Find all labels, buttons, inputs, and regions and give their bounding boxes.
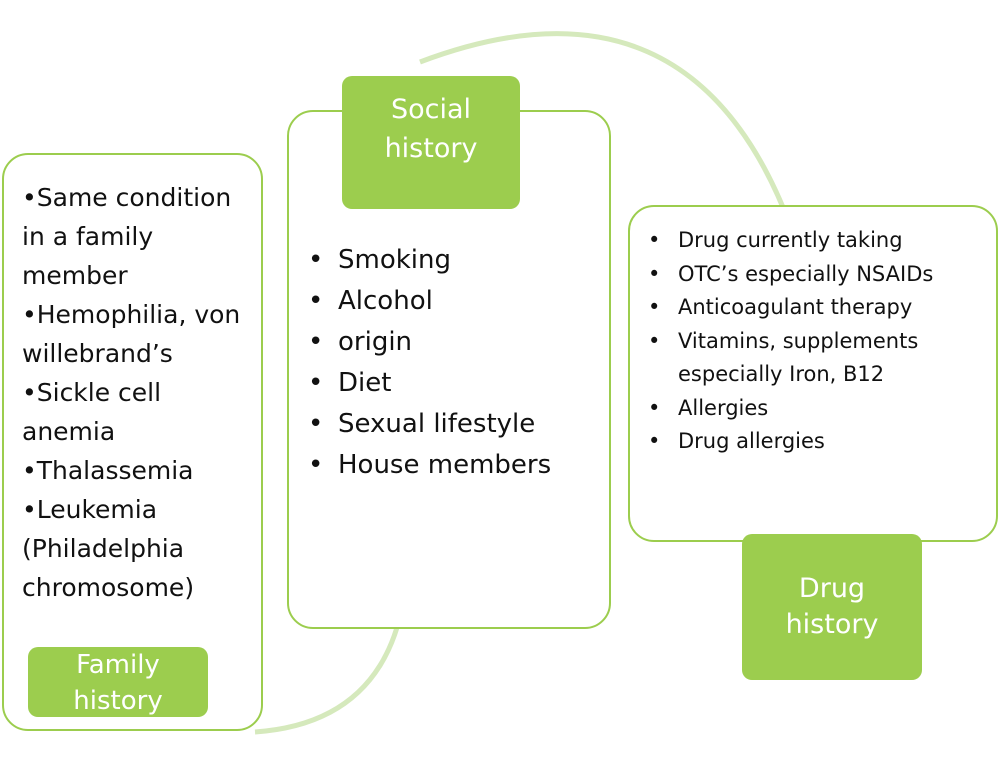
label-line: history <box>785 609 879 640</box>
label-line: history <box>73 686 163 716</box>
label-line: Social <box>390 94 472 125</box>
list-item: Same condition in a family member <box>22 178 257 295</box>
drug-history-label: Drug history <box>742 534 922 680</box>
list-item: Vitamins, supplements especially Iron, B… <box>648 325 988 392</box>
label-line: history <box>384 133 478 164</box>
list-item: Alcohol <box>308 281 551 322</box>
family-history-list: Same condition in a family member Hemoph… <box>22 178 257 607</box>
list-item: Allergies <box>648 392 988 426</box>
list-item: Hemophilia, von willebrand’s <box>22 295 257 373</box>
list-item: Diet <box>308 363 551 404</box>
list-item: Drug currently taking <box>648 224 988 258</box>
list-item: Thalassemia <box>22 451 257 490</box>
list-item: Leukemia (Philadelphia chromosome) <box>22 490 257 607</box>
list-item: Drug allergies <box>648 425 988 459</box>
list-item: House members <box>308 445 551 486</box>
drug-history-list: Drug currently taking OTC’s especially N… <box>648 224 988 459</box>
list-item: Sickle cell anemia <box>22 373 257 451</box>
list-item: Sexual lifestyle <box>308 404 551 445</box>
list-item: Anticoagulant therapy <box>648 291 988 325</box>
social-history-label: Social history <box>342 76 520 209</box>
label-line: Drug <box>798 573 866 604</box>
label-line: Family <box>76 650 160 680</box>
list-item: OTC’s especially NSAIDs <box>648 258 988 292</box>
social-history-list: Smoking Alcohol origin Diet Sexual lifes… <box>308 240 551 486</box>
list-item: origin <box>308 322 551 363</box>
family-history-label: Family history <box>28 647 208 717</box>
list-item: Smoking <box>308 240 551 281</box>
upper-arc <box>419 31 793 226</box>
